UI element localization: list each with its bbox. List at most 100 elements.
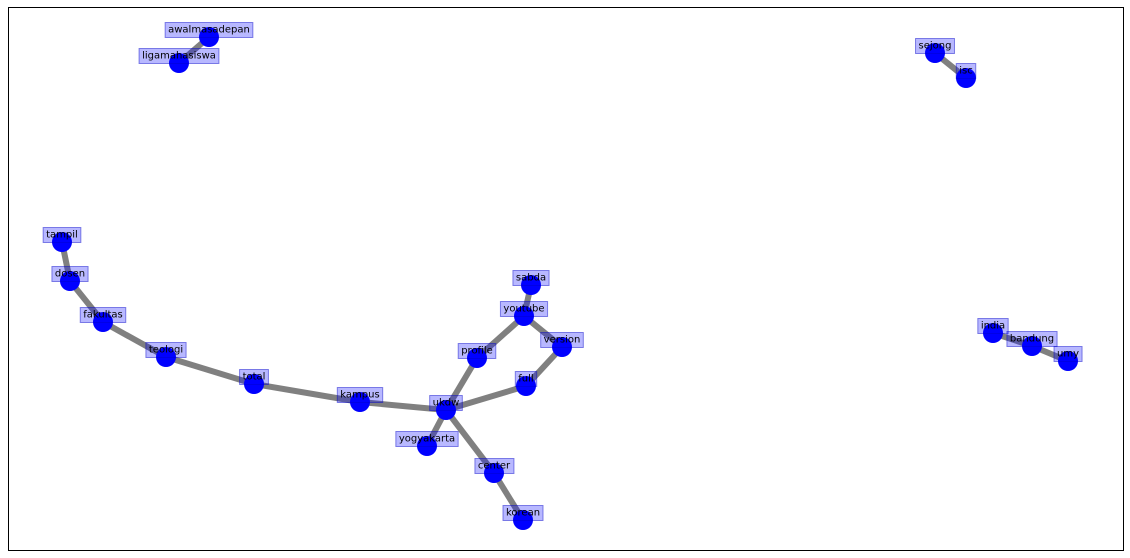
edge-full-ukdw — [445, 383, 527, 413]
node-label-box — [429, 395, 463, 411]
node-label-version: version — [540, 332, 584, 348]
node-layer — [52, 27, 1078, 530]
node-label-box — [79, 307, 127, 323]
node-total — [244, 374, 264, 394]
edge-kampus-ukdw — [359, 399, 447, 413]
node-label-text: yogyakarta — [399, 434, 455, 445]
node-umy — [1058, 351, 1078, 371]
node-label-youtube: youtube — [499, 301, 549, 317]
edge-teologi-total — [165, 354, 255, 387]
node-label-text: ukdw — [433, 398, 460, 409]
node-label-india: india — [977, 318, 1009, 334]
node-label-yogyakarta: yogyakarta — [395, 431, 459, 447]
node-label-box — [239, 369, 269, 385]
node-label-box — [514, 371, 538, 387]
node-label-text: ligamahasiswa — [142, 51, 216, 62]
node-sejong — [925, 43, 945, 63]
node-isc — [956, 68, 976, 88]
node-label-box — [955, 63, 977, 79]
node-label-text: kampus — [340, 390, 379, 401]
node-ukdw — [436, 400, 456, 420]
node-sabda — [521, 275, 541, 295]
node-label-center: center — [474, 458, 515, 474]
edge-layer — [59, 34, 1070, 522]
node-ligamahasiswa — [169, 53, 189, 73]
node-label-kampus: kampus — [336, 387, 384, 403]
node-label-text: tampil — [46, 230, 78, 241]
node-label-text: india — [981, 321, 1005, 332]
edge-profile-youtube — [475, 313, 526, 361]
node-label-sejong: sejong — [915, 38, 955, 54]
node-label-box — [1006, 331, 1058, 347]
node-label-box — [138, 48, 220, 64]
node-kampus — [350, 392, 370, 412]
node-label-box — [1053, 346, 1083, 362]
node-label-dosen: dosen — [51, 266, 89, 282]
node-fakultas — [93, 312, 113, 332]
node-bandung — [1022, 336, 1042, 356]
node-label-korean: korean — [502, 505, 544, 521]
node-label-total: total — [239, 369, 269, 385]
node-label-box — [395, 431, 459, 447]
node-label-ukdw: ukdw — [429, 395, 463, 411]
node-label-text: fakultas — [83, 310, 123, 321]
node-full — [516, 376, 536, 396]
node-label-box — [42, 227, 82, 243]
node-label-text: isc — [959, 66, 973, 77]
node-label-umy: umy — [1053, 346, 1083, 362]
node-label-tampil: tampil — [42, 227, 82, 243]
node-label-bandung: bandung — [1006, 331, 1058, 347]
node-label-text: dosen — [55, 269, 85, 280]
node-label-box — [474, 458, 515, 474]
node-label-box — [915, 38, 955, 54]
node-label-box — [145, 342, 187, 358]
node-profile — [467, 348, 487, 368]
node-label-teologi: teologi — [145, 342, 187, 358]
node-teologi — [156, 347, 176, 367]
plot-frame — [8, 7, 1124, 551]
node-label-isc: isc — [955, 63, 977, 79]
node-label-ligamahasiswa: ligamahasiswa — [138, 48, 220, 64]
node-label-box — [164, 22, 254, 38]
node-label-box — [51, 266, 89, 282]
edge-ukdw-center — [443, 408, 497, 475]
node-label-text: awalmasadepan — [168, 25, 250, 36]
node-label-text: center — [478, 461, 511, 472]
node-label-text: umy — [1057, 349, 1079, 360]
node-label-text: teologi — [149, 345, 183, 356]
node-label-text: version — [544, 335, 581, 346]
node-label-text: bandung — [1010, 334, 1054, 345]
node-label-box — [336, 387, 384, 403]
node-youtube — [514, 306, 534, 326]
node-tampil — [52, 232, 72, 252]
node-label-text: sejong — [919, 41, 952, 52]
node-label-full: full — [514, 371, 538, 387]
node-label-sabda: sabda — [512, 270, 550, 286]
node-label-awalmasadepan: awalmasadepan — [164, 22, 254, 38]
node-label-profile: profile — [457, 343, 497, 359]
node-india — [983, 323, 1003, 343]
node-label-box — [499, 301, 549, 317]
node-dosen — [60, 271, 80, 291]
node-label-text: korean — [506, 508, 540, 519]
node-label-text: total — [243, 372, 266, 383]
node-label-box — [540, 332, 584, 348]
node-label-text: youtube — [503, 304, 544, 315]
edge-ukdw-profile — [443, 356, 480, 412]
node-label-fakultas: fakultas — [79, 307, 127, 323]
node-label-box — [512, 270, 550, 286]
node-korean — [513, 510, 533, 530]
node-label-box — [502, 505, 544, 521]
node-label-text: profile — [461, 346, 493, 357]
edge-fakultas-teologi — [101, 319, 168, 360]
node-awalmasadepan — [199, 27, 219, 47]
label-layer: awalmasadepan ligamahasiswa sejong isc tampi… — [42, 22, 1083, 521]
node-label-box — [457, 343, 497, 359]
node-version — [552, 337, 572, 357]
node-yogyakarta — [417, 436, 437, 456]
node-center — [484, 463, 504, 483]
node-label-text: full — [518, 374, 533, 385]
node-label-text: sabda — [516, 273, 546, 284]
edge-total-kampus — [253, 381, 361, 405]
